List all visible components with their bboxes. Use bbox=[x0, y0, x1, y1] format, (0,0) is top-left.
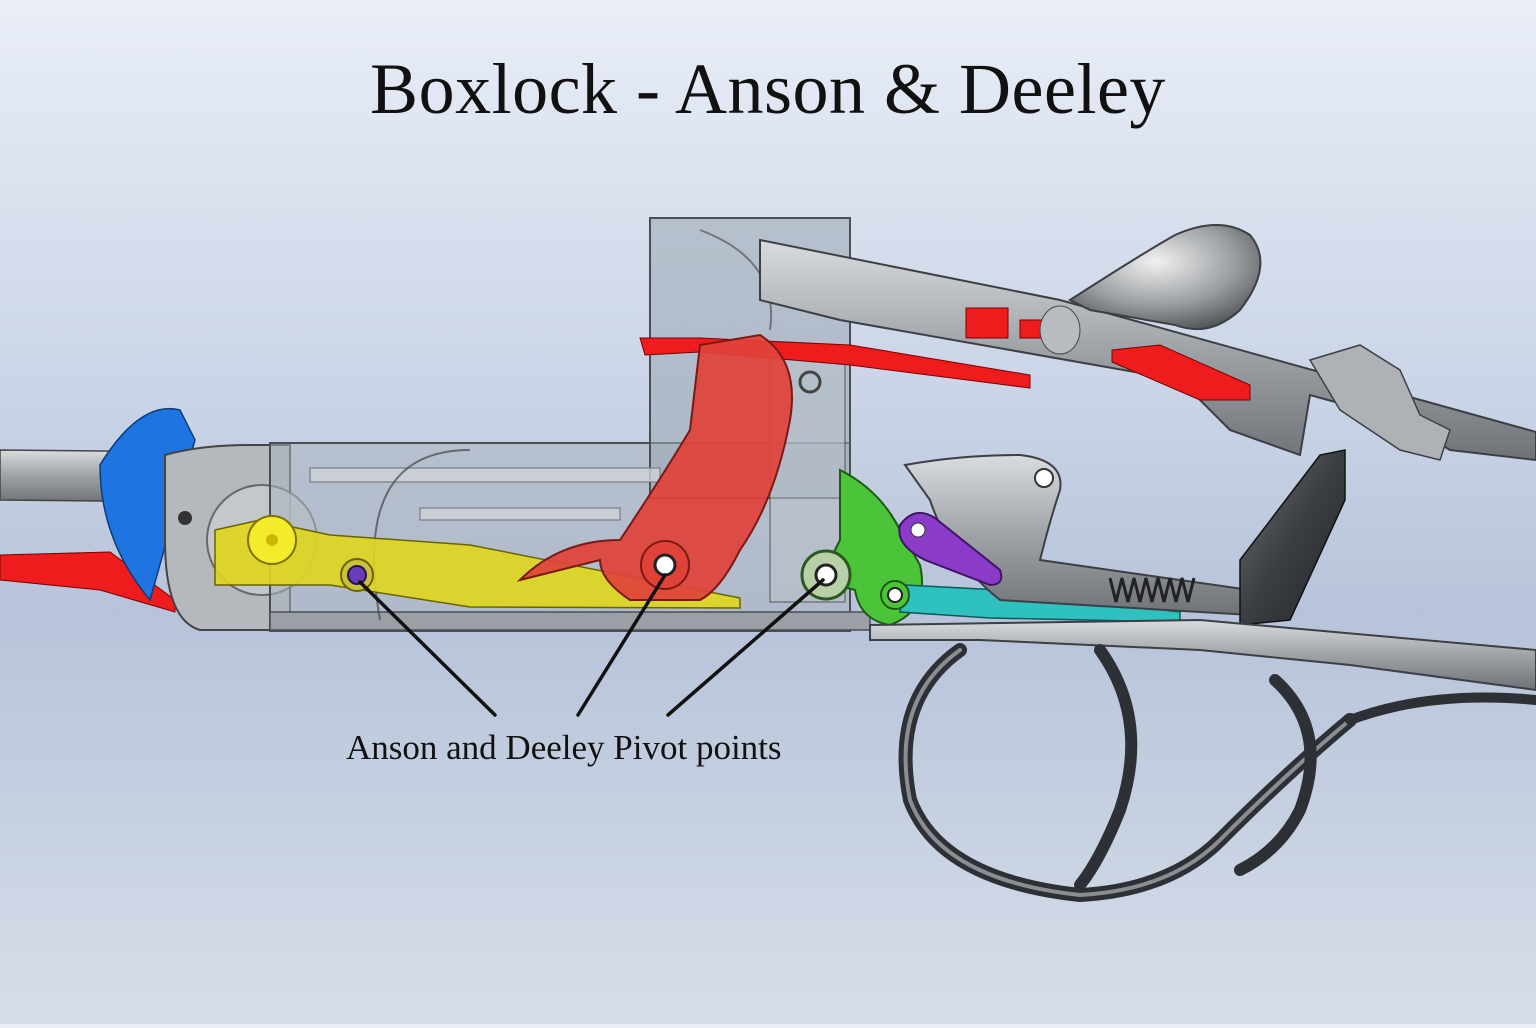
hammer-red bbox=[516, 333, 793, 601]
red-block-1 bbox=[965, 307, 1009, 339]
callout-lines bbox=[358, 573, 825, 717]
main-spring bbox=[1108, 577, 1196, 603]
trigger-guard bbox=[898, 643, 1536, 903]
rear-trigger bbox=[1234, 674, 1317, 876]
pivot-points-label: Anson and Deeley Pivot points bbox=[346, 728, 782, 767]
lever-spindle bbox=[1039, 305, 1081, 355]
red-block-2 bbox=[1019, 319, 1043, 339]
front-trigger bbox=[1074, 644, 1138, 891]
page-title: Boxlock - Anson & Deeley bbox=[370, 49, 1166, 129]
trigger-plate bbox=[869, 618, 1536, 692]
left-red-rod bbox=[0, 551, 176, 613]
top-lever-knob bbox=[1067, 224, 1262, 331]
rear-tang-dark bbox=[1239, 449, 1346, 626]
top-lever-tang bbox=[759, 224, 1536, 462]
red-block-3 bbox=[1111, 344, 1251, 401]
